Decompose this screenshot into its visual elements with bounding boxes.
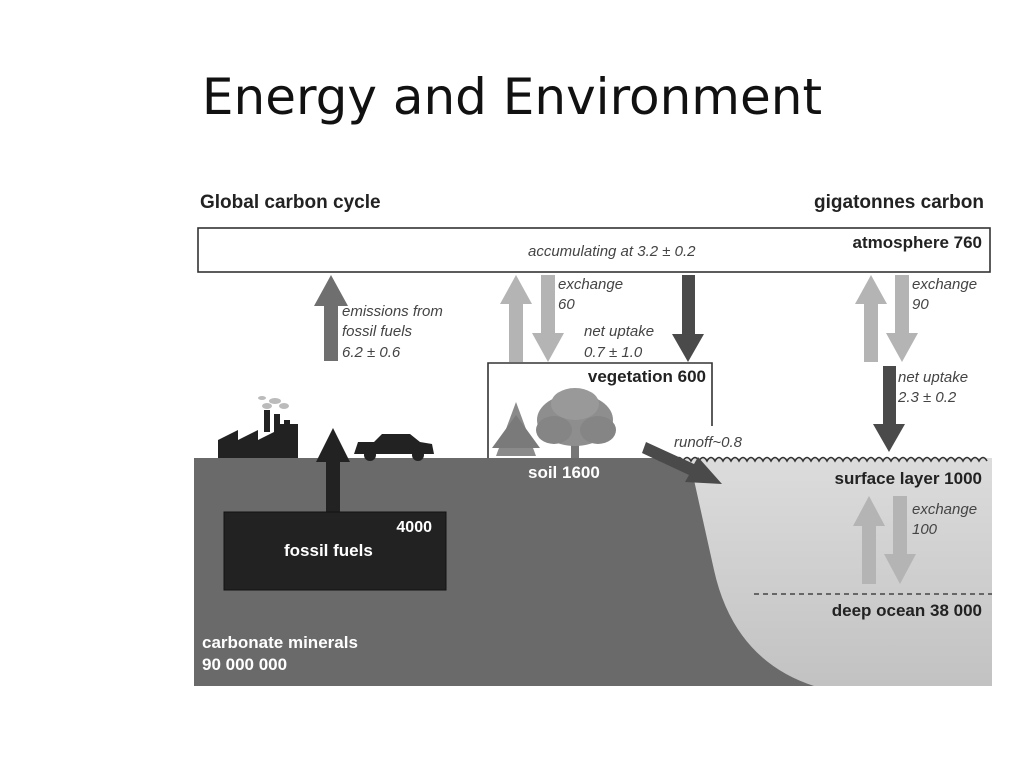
emissions-arrow: [314, 275, 348, 361]
deep-exchange-line2: 100: [912, 521, 938, 538]
land-uptake-line1: net uptake: [584, 323, 654, 340]
land-exchange-down-arrow: [532, 275, 564, 362]
ocean-exchange-down-arrow: [886, 275, 918, 362]
conifer-tree-icon: [492, 402, 540, 456]
units-label: gigatonnes carbon: [814, 192, 984, 213]
fossil-fuels-box: [223, 511, 447, 591]
land-exchange-line1: exchange: [558, 276, 623, 293]
soil-label: soil 1600: [528, 463, 600, 482]
carbonate-line2: 90 000 000: [202, 655, 287, 674]
land-uptake-line2: 0.7 ± 1.0: [584, 344, 643, 361]
fossil-fuels-label: fossil fuels: [284, 541, 373, 560]
accumulating-label: accumulating at 3.2 ± 0.2: [528, 243, 696, 260]
ocean-uptake-line1: net uptake: [898, 369, 968, 386]
land-exchange-line2: 60: [558, 296, 575, 313]
runoff-label: runoff~0.8: [674, 434, 743, 451]
runoff-arrow: [642, 442, 722, 484]
land-exchange-up-arrow: [500, 275, 532, 362]
carbonate-line1: carbonate minerals: [202, 633, 358, 652]
fossil-fuels-amount: 4000: [396, 519, 432, 536]
ocean-surface-wave: [658, 456, 988, 463]
slide-title: Energy and Environment: [201, 68, 823, 126]
deep-exchange-up-arrow: [853, 496, 885, 584]
atmosphere-label: atmosphere 760: [853, 233, 982, 252]
emissions-line3: 6.2 ± 0.6: [342, 344, 401, 361]
deep-exchange-down-arrow: [884, 496, 916, 584]
surface-layer-label: surface layer 1000: [835, 469, 982, 488]
smoke-icon: [258, 396, 289, 409]
carbon-cycle-diagram: Global carbon cycle gigatonnes carbon at…: [194, 192, 992, 686]
car-icon: [354, 434, 434, 461]
factory-icon: [218, 410, 298, 458]
ocean-net-uptake-arrow: [873, 366, 905, 452]
emissions-line1: emissions from: [342, 303, 443, 320]
vegetation-label: vegetation 600: [588, 367, 706, 386]
diagram-title: Global carbon cycle: [200, 192, 381, 213]
land-net-uptake-arrow: [672, 275, 704, 362]
deciduous-tree-icon: [536, 388, 616, 458]
atmosphere-box: [197, 227, 991, 273]
ocean-uptake-line2: 2.3 ± 0.2: [897, 389, 957, 406]
ocean-exchange-line2: 90: [912, 296, 929, 313]
deep-ocean-label: deep ocean 38 000: [832, 601, 982, 620]
deep-exchange-line1: exchange: [912, 501, 977, 518]
fossil-fuel-extraction-arrow: [316, 428, 350, 512]
ocean-exchange-up-arrow: [855, 275, 887, 362]
emissions-line2: fossil fuels: [342, 323, 413, 340]
ocean-exchange-line1: exchange: [912, 276, 977, 293]
